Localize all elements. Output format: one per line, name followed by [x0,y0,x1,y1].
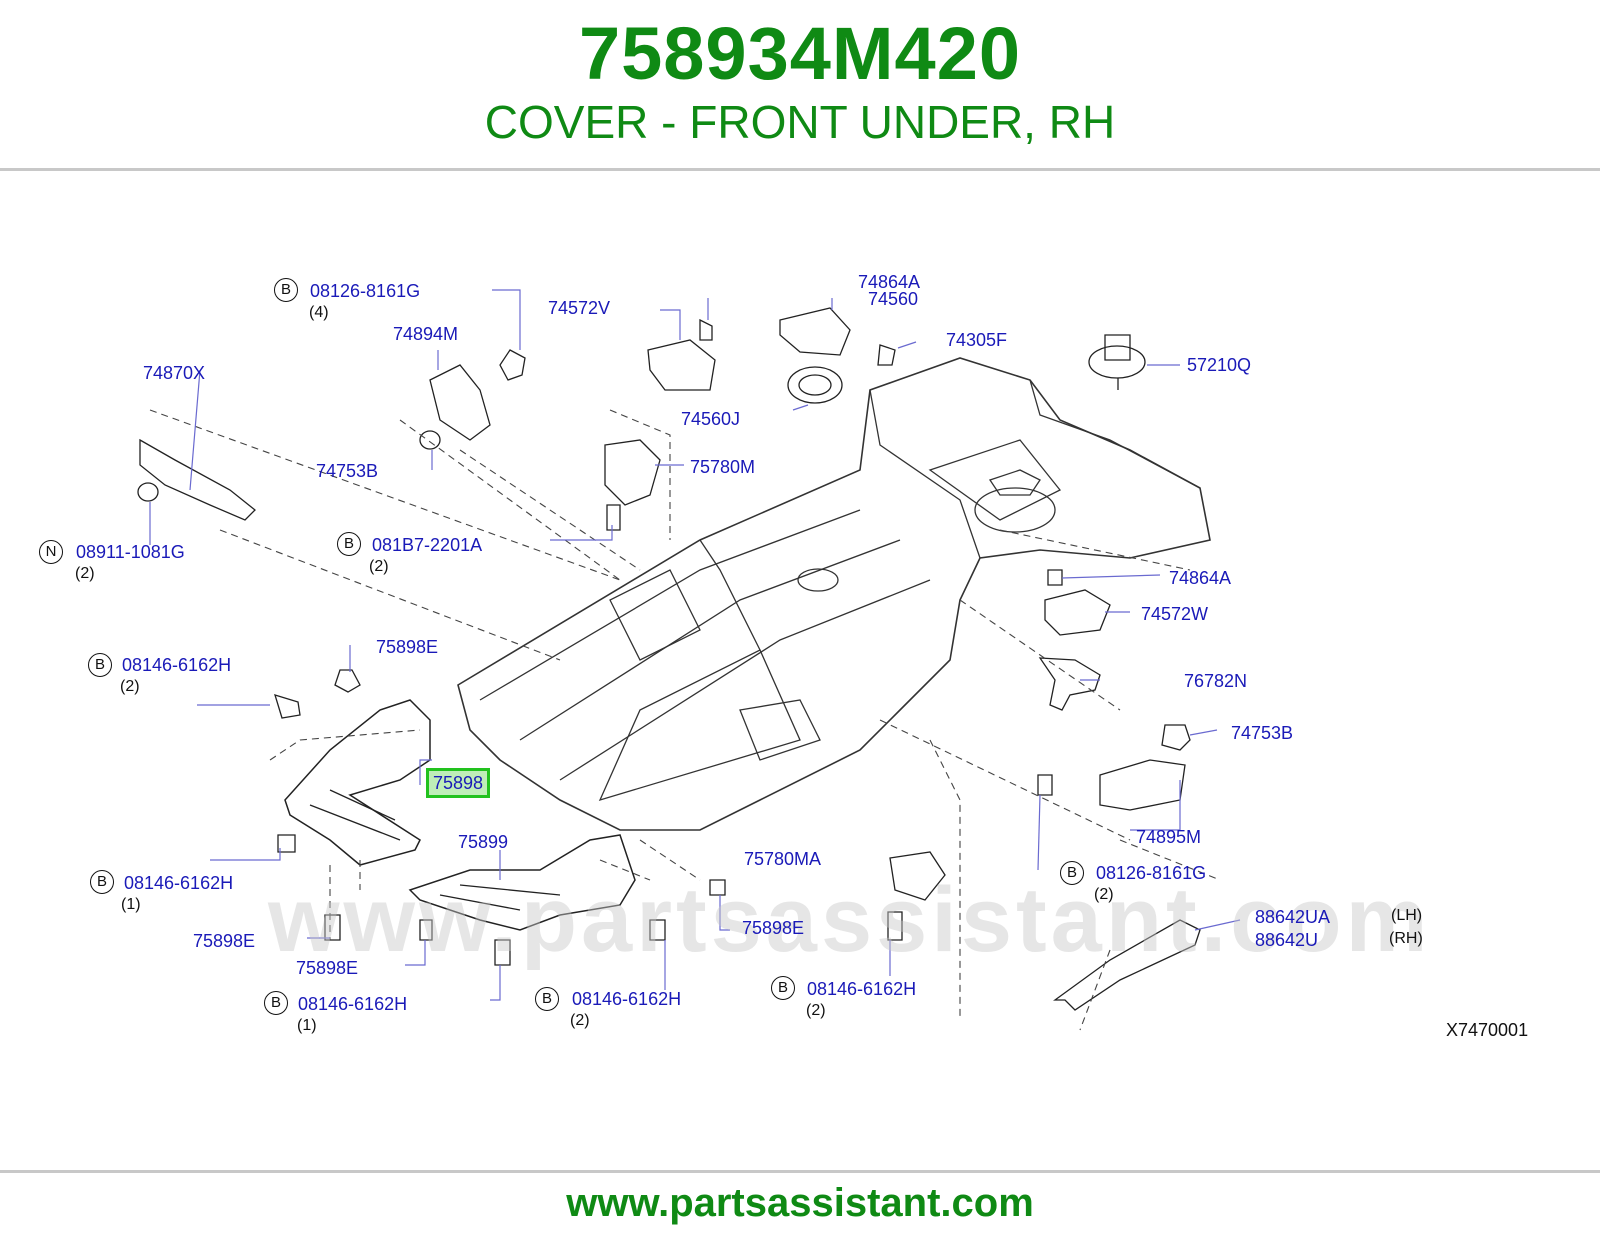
part-label-74572w[interactable]: 74572W [1141,604,1209,624]
cover-75898 [284,699,431,866]
top-divider [0,168,1600,171]
quantity-label: (1) [297,1017,317,1034]
part-label-75898e-bottom[interactable]: 75898E [296,958,359,978]
part-label-74870x[interactable]: 74870X [143,363,206,383]
part-label-08126-8161g-right[interactable]: 08126-8161G [1096,863,1207,883]
part-label-75899[interactable]: 75899 [458,832,509,852]
bolt-type-badge: B [1060,861,1084,885]
part-label-08911-1081g[interactable]: 08911-1081G [76,542,185,562]
bolt-type-badge: B [88,653,112,677]
side-label-lh: (LH) [1391,907,1423,924]
watermark: www.partsassistant.com [268,869,1432,971]
part-label-74753b-right[interactable]: 74753B [1231,723,1294,743]
dashed-reference-lines [149,409,1221,1031]
part-label-88642ua[interactable]: 88642UA [1255,907,1331,927]
part-label-08146-6162h-left-1[interactable]: 08146-6162H [124,873,234,893]
part-label-74572v[interactable]: 74572V [548,298,611,318]
bracket-74572v [647,339,716,391]
bracket-74894m [429,364,491,441]
bracket-74572w [1044,589,1111,636]
part-label-75780m[interactable]: 75780M [690,457,756,477]
part-label-74560[interactable]: 74560 [868,289,919,309]
floor-panel [457,357,1211,831]
cover-75899 [408,834,636,931]
part-label-74753b[interactable]: 74753B [316,461,379,481]
diagram-reference-code: X7470001 [1446,1020,1529,1040]
part-label-75780ma[interactable]: 75780MA [744,849,822,869]
part-label-74864a[interactable]: 74864A [858,272,921,292]
part-label-75898e[interactable]: 75898E [376,637,439,657]
part-label-74864a-right[interactable]: 74864A [1169,568,1232,588]
footer-website-link[interactable]: www.partsassistant.com [566,1181,1034,1225]
part-description: COVER - FRONT UNDER, RH [484,96,1116,148]
bottom-divider [0,1170,1600,1173]
side-label-rh: (RH) [1389,930,1423,947]
part-label-74560j[interactable]: 74560J [681,409,741,429]
bolt-type-badge: B [771,976,795,1000]
quantity-label: (4) [309,304,329,321]
part-label-76782n[interactable]: 76782N [1184,671,1248,691]
bracket-75780m [604,439,661,506]
bracket-88642u [1053,919,1201,1011]
bolt-type-badge: B [90,870,114,894]
quantity-label: (1) [121,896,141,913]
quantity-label: (2) [369,558,389,575]
part-label-74895m[interactable]: 74895M [1136,827,1202,847]
part-label-08146-6162h[interactable]: 08146-6162H [122,655,232,675]
part-label-74894m[interactable]: 74894M [393,324,459,344]
part-label-08146-6162h-right[interactable]: 08146-6162H [807,979,917,999]
jack-57210q [1088,345,1146,379]
quantity-label: (2) [806,1002,826,1019]
leader-lines [149,289,1241,1001]
nut-type-badge: N [39,540,63,564]
quantity-label: (2) [75,565,95,582]
bolt-type-badge: B [274,278,298,302]
quantity-label: (2) [1094,886,1114,903]
part-label-75898-selected[interactable]: 75898 [426,768,491,798]
part-label-08146-6162h-bottom[interactable]: 08146-6162H [298,994,408,1014]
part-label-081b7-2201a[interactable]: 081B7-2201A [372,535,483,555]
part-label-08146-6162h-center[interactable]: 08146-6162H [572,989,682,1009]
part-label-75898e-left[interactable]: 75898E [193,931,256,951]
part-label-74305f[interactable]: 74305F [946,330,1008,350]
diagram-drawing [137,289,1241,1031]
quantity-label: (2) [570,1012,590,1029]
bracket-74870x [139,438,256,521]
bracket-76782n [1038,657,1101,711]
part-number-title: 758934M420 [578,12,1022,95]
part-label-88642u[interactable]: 88642U [1255,930,1319,950]
quantity-label: (2) [120,678,140,695]
header: 758934M420 COVER - FRONT UNDER, RH [0,0,1600,168]
plate-74560 [779,307,851,356]
bracket-74895m [1099,759,1186,811]
bolt-type-badge: B [264,991,288,1015]
bracket-75780ma [889,851,946,901]
part-label-75898e-right[interactable]: 75898E [742,918,805,938]
bolt-type-badge: B [337,532,361,556]
parts-diagram: www.partsassistant.com B 08126-8161G (4)… [0,240,1600,1100]
part-label-08126-8161g[interactable]: 08126-8161G [310,281,421,301]
part-label-57210q[interactable]: 57210Q [1187,355,1252,375]
bolt-type-badge: B [535,987,559,1011]
